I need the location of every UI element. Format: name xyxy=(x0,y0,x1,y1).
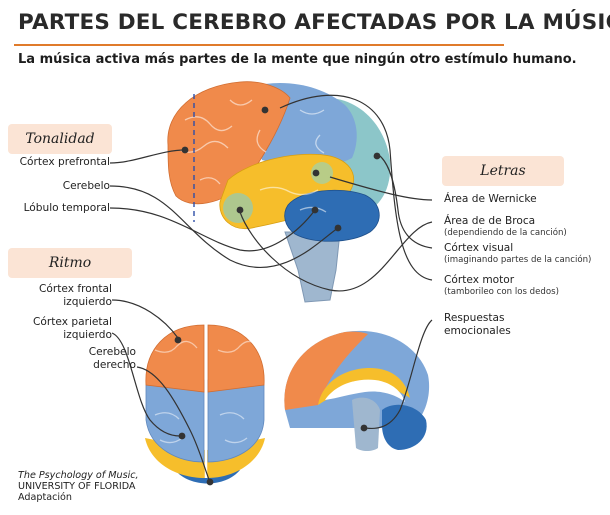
cerebellum-side xyxy=(284,189,380,242)
pointer-broca xyxy=(239,211,433,292)
dot-visual xyxy=(373,152,381,160)
parietal-top-right xyxy=(207,379,265,463)
pointer-lines xyxy=(109,94,433,483)
pointer-dots xyxy=(174,106,381,486)
frontal-sagittal xyxy=(284,331,368,410)
dot-cerebelo-der xyxy=(206,478,214,486)
page-subtitle: La música activa más partes de la mente … xyxy=(18,52,577,67)
title-underline xyxy=(14,44,504,46)
credit-title: The Psychology of Music, xyxy=(18,470,139,481)
gyri-lines-top xyxy=(154,340,261,444)
label-line: Córtex parietal xyxy=(33,316,112,328)
label-note: (dependiendo de la canción) xyxy=(444,228,567,238)
page-title: PARTES DEL CEREBRO AFECTADAS POR LA MÚSI… xyxy=(18,10,610,35)
label-line: emocionales xyxy=(444,325,511,337)
label-lobulo-temporal: Lóbulo temporal xyxy=(23,202,110,214)
brain-sagittal-view xyxy=(284,330,430,451)
ritmo-heading: Ritmo xyxy=(8,248,132,278)
dot-broca xyxy=(236,206,244,214)
dot-wernicke xyxy=(312,169,320,177)
brainstem-side xyxy=(284,231,341,303)
label-line: derecho xyxy=(93,359,136,371)
pointer-cortex-prefrontal xyxy=(109,149,186,164)
pointer-lobulo-temporal xyxy=(109,207,316,252)
dot-frontal-izq xyxy=(174,336,182,344)
label-note: (tamborileo con los dedos) xyxy=(444,287,559,297)
source-credit: The Psychology of Music, UNIVERSITY OF F… xyxy=(18,470,139,503)
frontal-lobe-side xyxy=(167,81,291,205)
label-cortex-visual: Córtex visual (imaginando partes de la c… xyxy=(444,242,591,266)
label-cerebelo-derecho: Cerebelo derecho xyxy=(89,346,136,372)
limbic-sagittal xyxy=(318,368,410,405)
wernicke-area-highlight xyxy=(311,162,333,184)
label-area-wernicke: Área de Wernicke xyxy=(444,193,537,205)
label-cortex-motor: Córtex motor (tamborileo con los dedos) xyxy=(444,274,559,298)
label-cerebelo: Cerebelo xyxy=(62,180,110,192)
label-line: Área de de Broca xyxy=(444,215,536,227)
pointer-respuestas xyxy=(365,319,433,430)
cerebellum-sagittal xyxy=(382,404,427,450)
label-cortex-parietal-izquierdo: Córtex parietal izquierdo xyxy=(33,316,112,342)
label-line: izquierdo xyxy=(63,296,112,308)
pointer-frontal-izq xyxy=(111,299,179,339)
brainstem-sagittal xyxy=(352,397,380,451)
frontal-top-right xyxy=(207,324,265,393)
corpus-callosum-sagittal xyxy=(325,379,405,402)
parietal-top-left xyxy=(145,379,205,463)
dot-respuestas xyxy=(360,424,368,432)
tonalidad-heading: Tonalidad xyxy=(8,124,112,154)
pointer-cortex-visual xyxy=(379,155,433,249)
label-line: Córtex visual xyxy=(444,242,514,254)
credit-title-text: The Psychology of Music, xyxy=(18,470,139,481)
dot-prefrontal xyxy=(181,146,189,154)
dot-temporal xyxy=(311,206,319,214)
label-line: Córtex motor xyxy=(444,274,515,286)
label-line: Córtex frontal xyxy=(39,283,112,295)
letras-heading: Letras xyxy=(442,156,564,186)
frontal-top-left xyxy=(145,324,205,393)
label-line: Respuestas xyxy=(444,312,505,324)
label-cortex-prefrontal: Córtex prefrontal xyxy=(19,156,110,168)
pointer-cerebelo xyxy=(109,185,339,268)
pointer-cerebelo-der xyxy=(136,366,211,483)
label-area-broca: Área de de Broca (dependiendo de la canc… xyxy=(444,215,567,239)
dot-motor xyxy=(261,106,269,114)
dot-cerebelo xyxy=(334,224,342,232)
dot-parietal-izq xyxy=(178,432,186,440)
pointer-parietal-izq xyxy=(111,332,181,437)
label-line: izquierdo xyxy=(63,329,112,341)
label-respuestas-emocionales: Respuestas emocionales xyxy=(444,312,511,338)
credit-note: Adaptación xyxy=(18,492,72,503)
label-note: (imaginando partes de la canción) xyxy=(444,255,592,265)
pointer-cortex-motor xyxy=(279,94,433,281)
brain-top-view xyxy=(145,324,265,484)
label-cortex-frontal-izquierdo: Córtex frontal izquierdo xyxy=(39,283,112,309)
label-line: Cerebelo xyxy=(88,346,136,358)
credit-org: UNIVERSITY OF FLORIDA xyxy=(18,481,136,492)
brain-side-view xyxy=(167,81,391,303)
pointer-wernicke xyxy=(329,176,433,201)
